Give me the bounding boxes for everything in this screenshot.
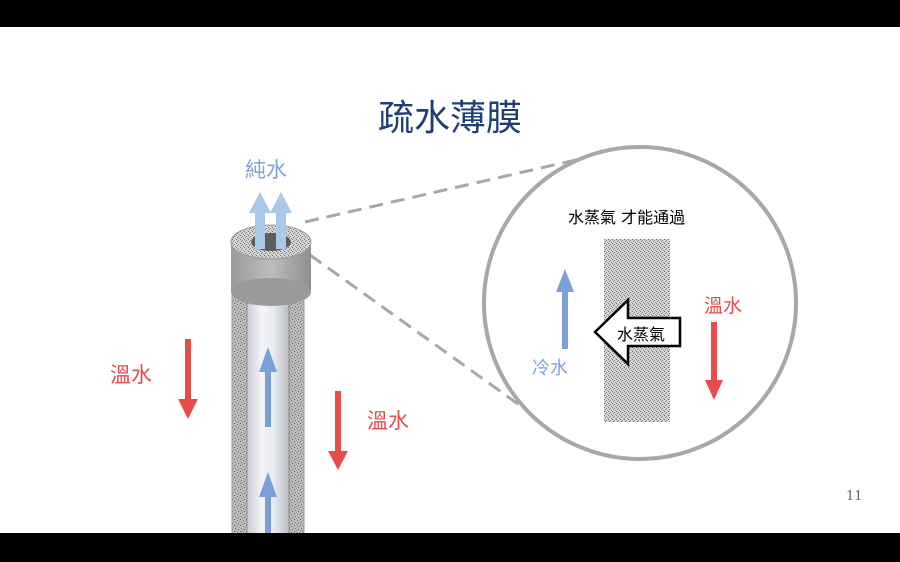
zoom-warm-arrow <box>705 322 723 400</box>
pure-water-arrows <box>249 192 292 249</box>
label-vapor-only: 水蒸氣 才能通過 <box>568 208 686 227</box>
label-vapor: 水蒸氣 <box>617 325 666 344</box>
label-cold-water: 冷水 <box>532 358 568 379</box>
page-title: 疏水薄膜 <box>377 98 522 139</box>
bore-arrow-lower <box>259 472 277 533</box>
pure-arrow-left <box>249 192 271 249</box>
label-warm-water-zoom: 溫水 <box>704 295 743 317</box>
warm-arrow-middle <box>328 391 348 470</box>
label-warm-water-left: 溫水 <box>110 363 152 387</box>
bore-arrow-upper <box>259 347 277 427</box>
pure-arrow-right <box>270 192 292 249</box>
label-pure-water: 純水 <box>245 158 287 182</box>
diagram-canvas <box>178 145 798 533</box>
vapor-arrow <box>593 297 682 367</box>
tube-cap-bottom <box>231 278 311 306</box>
warm-water-arrows <box>178 339 348 470</box>
warm-arrow-left <box>178 339 198 419</box>
slide: 疏水薄膜 純水 溫水 溫水 水蒸氣 才能通過 水蒸氣 冷水 溫水 11 <box>0 27 900 533</box>
page-number: 11 <box>846 489 863 504</box>
zoom-cold-arrow <box>556 269 574 349</box>
label-warm-water-middle: 溫水 <box>367 409 409 433</box>
zoom-line-top <box>304 157 581 224</box>
zoom-line-bottom <box>309 253 526 411</box>
bore-arrows <box>259 347 277 533</box>
